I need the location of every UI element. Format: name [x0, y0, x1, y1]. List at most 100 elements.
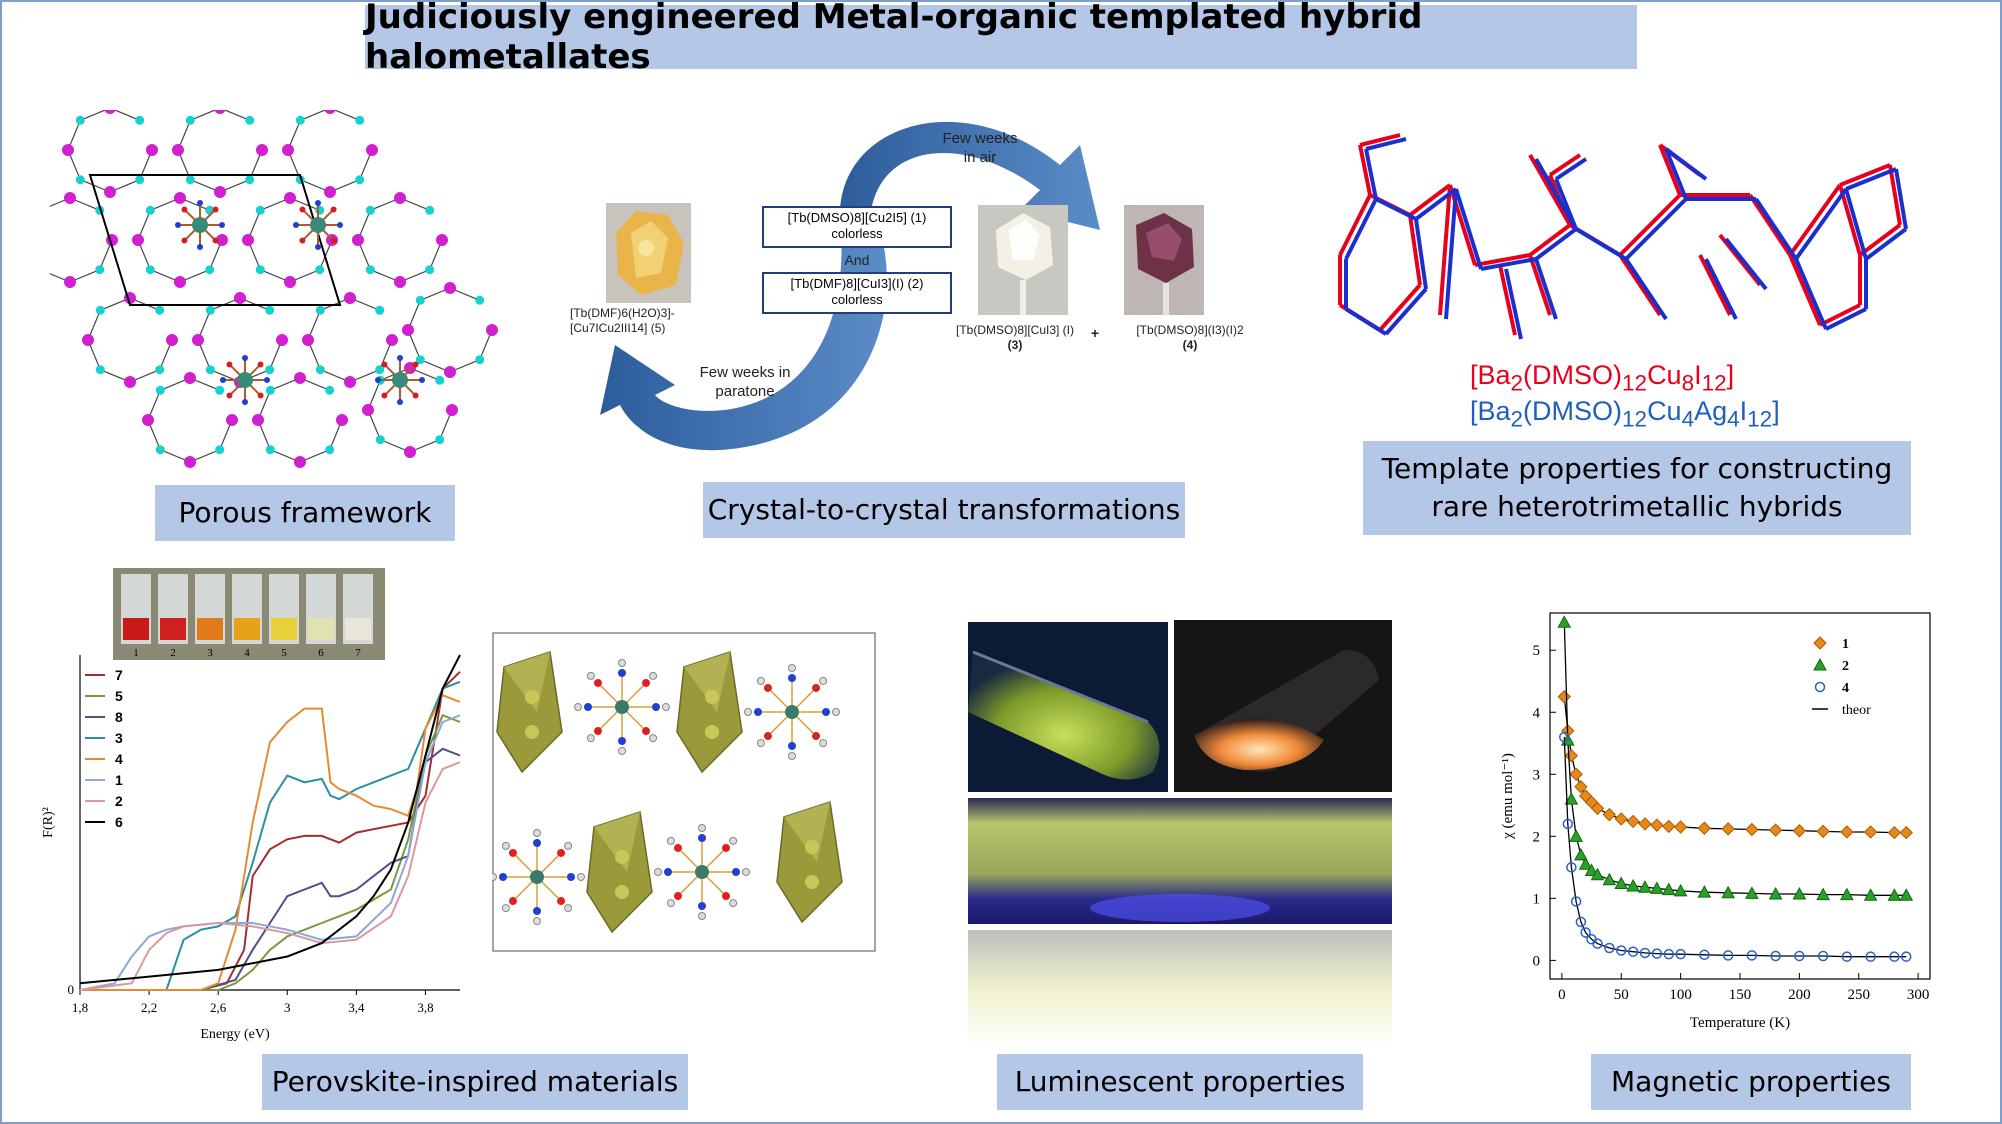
legend-label-theor: theor [1842, 703, 1871, 718]
data-point-2 [1564, 792, 1579, 805]
legend-label-1: 1 [1842, 637, 1849, 652]
data-point-2 [1557, 615, 1572, 628]
vial-label: 4 [244, 647, 250, 659]
legend-swatch-2 [1813, 657, 1827, 671]
data-point-1 [1887, 825, 1902, 840]
perovskite-label: Perovskite-inspired materials [262, 1054, 688, 1110]
data-point-1 [1602, 807, 1617, 822]
legend-label-5: 5 [115, 688, 123, 704]
data-point-4 [1699, 949, 1710, 961]
plot-frame [1549, 612, 1931, 980]
x-axis-label: Temperature (K) [1690, 1015, 1790, 1031]
series-line-5 [80, 714, 461, 991]
and-text: And [844, 252, 870, 268]
data-point-4 [1901, 951, 1912, 962]
series-line-2 [79, 761, 461, 991]
compound-2-box: [Tb(DMF)8][CuI3](I) (2) colorless [762, 272, 952, 314]
data-point-2 [1863, 888, 1878, 901]
data-point-1 [1662, 819, 1676, 834]
y-axis-label: F(R)² [41, 807, 56, 838]
data-point-2 [1697, 885, 1712, 898]
series-line-1 [79, 714, 461, 991]
crystal-5-photo [606, 203, 691, 303]
porous-framework-label: Porous framework [155, 485, 455, 541]
x-tick-label: 3,4 [348, 1000, 365, 1015]
data-point-4 [1627, 946, 1639, 957]
theory-curve-4 [1563, 737, 1907, 958]
data-point-1 [1614, 812, 1628, 826]
luminescent-photo-orange [1174, 620, 1392, 792]
legend-label-1: 1 [115, 772, 123, 788]
x-tick-label: 2,2 [141, 1000, 157, 1015]
data-point-4 [1722, 950, 1734, 961]
y-tick-label: 0 [68, 982, 75, 997]
data-point-2 [1590, 867, 1605, 881]
vial-label: 5 [281, 647, 287, 659]
crystal-transformations-label: Crystal-to-crystal transformations [703, 482, 1185, 538]
data-point-2 [1638, 880, 1652, 893]
data-point-4 [1559, 731, 1570, 743]
data-point-4 [1570, 896, 1582, 907]
data-point-4 [1616, 945, 1627, 956]
legend-swatch-4 [1814, 681, 1826, 693]
vial-label: 3 [207, 647, 213, 659]
compound-2-color: colorless [831, 292, 883, 308]
legend-label-7: 7 [115, 667, 123, 683]
data-point-1 [1626, 814, 1640, 829]
legend-label-2: 2 [1842, 659, 1849, 674]
x-tick-label: 3 [284, 1000, 291, 1015]
porous-framework-structure [50, 110, 498, 468]
compound-3-text: [Tb(DMSO)8][CuI3] (I)(3) [955, 323, 1074, 352]
overlay-structure [1338, 133, 1908, 340]
data-point-4 [1562, 818, 1574, 830]
data-point-2 [1792, 886, 1807, 900]
series-line-6 [79, 654, 461, 985]
data-point-4 [1575, 916, 1587, 928]
data-point-2 [1721, 885, 1735, 899]
x-tick-label: 100 [1669, 987, 1692, 1003]
y-tick-label: 5 [1533, 643, 1541, 659]
data-point-2 [1614, 876, 1629, 889]
y-tick-label: 2 [1533, 829, 1541, 845]
data-point-2 [1602, 872, 1617, 886]
x-tick-label: 1,8 [72, 1000, 88, 1015]
data-point-4 [1566, 862, 1577, 873]
data-point-2 [1673, 883, 1688, 897]
data-point-4 [1675, 948, 1686, 960]
y-axis-label: χ (emu mol⁻¹) [1500, 753, 1516, 840]
data-point-2 [1840, 887, 1854, 901]
slide-title: Judiciously engineered Metal-organic tem… [365, 0, 1637, 77]
data-point-4 [1841, 951, 1853, 962]
cycle-arrows [600, 121, 1100, 451]
data-point-2 [1816, 887, 1830, 901]
series-line-4 [80, 693, 461, 991]
data-point-1 [1673, 820, 1688, 834]
legend-label-6: 6 [115, 814, 123, 830]
compound-1-formula: [Tb(DMSO)8][Cu2I5] (1) [787, 210, 927, 225]
vial-label: 1 [133, 647, 139, 659]
y-tick-label: 1 [1533, 891, 1541, 907]
data-point-4 [1651, 948, 1663, 959]
x-tick-label: 200 [1788, 987, 1811, 1003]
data-point-4 [1889, 951, 1900, 962]
x-tick-label: 50 [1614, 987, 1629, 1003]
y-tick-label: 0 [1533, 953, 1541, 969]
formula-red: [Ba2(DMSO)12Cu8I12] [1470, 360, 1735, 396]
y-tick-label: 4 [1533, 705, 1541, 721]
x-tick-label: 150 [1729, 987, 1752, 1003]
vial-label: 7 [355, 647, 361, 659]
y-tick-label: 3 [1533, 767, 1541, 783]
legend-label-4: 4 [115, 751, 123, 767]
compound-5-text: [Tb(DMF)6(H2O)3]-[Cu7ICu2III14] (5) [570, 306, 675, 335]
x-tick-label: 3,8 [417, 1000, 433, 1015]
plus-sign: + [1090, 325, 1100, 341]
legend-label-3: 3 [115, 730, 123, 746]
data-point-1 [1745, 822, 1759, 837]
data-point-1 [1697, 821, 1712, 835]
x-tick-label: 2,6 [210, 1000, 227, 1015]
